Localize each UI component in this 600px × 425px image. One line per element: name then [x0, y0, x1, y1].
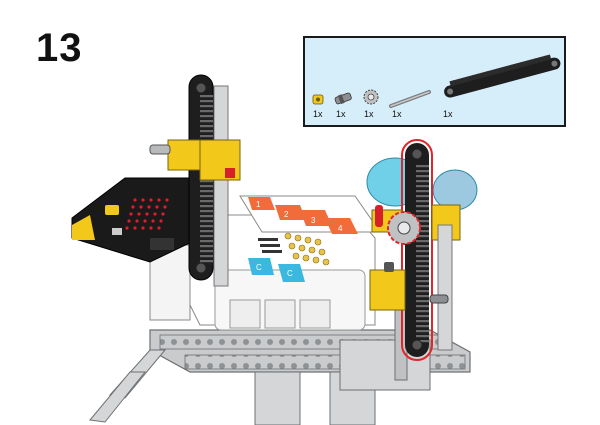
right-yellow-bracket	[369, 204, 461, 351]
port-label: 2	[284, 210, 289, 219]
gear-rack-beam-icon	[444, 54, 561, 98]
part-qty: 1x	[364, 109, 374, 119]
small-gear-icon	[363, 89, 379, 105]
parts-list-panel: 1x 1x 1x 1x 1x	[303, 36, 566, 127]
right-gear-highlighted	[387, 211, 421, 245]
port-label: 1	[256, 200, 261, 209]
part-qty: 1x	[443, 109, 453, 119]
base-frame	[89, 299, 471, 425]
left-yellow-bracket	[149, 139, 241, 181]
port-label: 3	[311, 216, 316, 225]
step-number: 13	[36, 26, 83, 70]
part-qty: 1x	[336, 109, 346, 119]
grey-axle-pins	[384, 262, 449, 304]
expansion-board: 1 2 3 4 C C	[239, 195, 381, 282]
port-label: 4	[338, 224, 343, 233]
port-label: C	[256, 263, 262, 272]
bushing-yellow-icon	[312, 94, 324, 105]
right-rack-beam-highlighted	[401, 139, 433, 361]
port-label: C	[287, 269, 293, 278]
axle-rod-icon	[389, 90, 431, 108]
axle-pin-icon	[334, 92, 352, 105]
part-qty: 1x	[392, 109, 402, 119]
part-qty: 1x	[313, 109, 323, 119]
